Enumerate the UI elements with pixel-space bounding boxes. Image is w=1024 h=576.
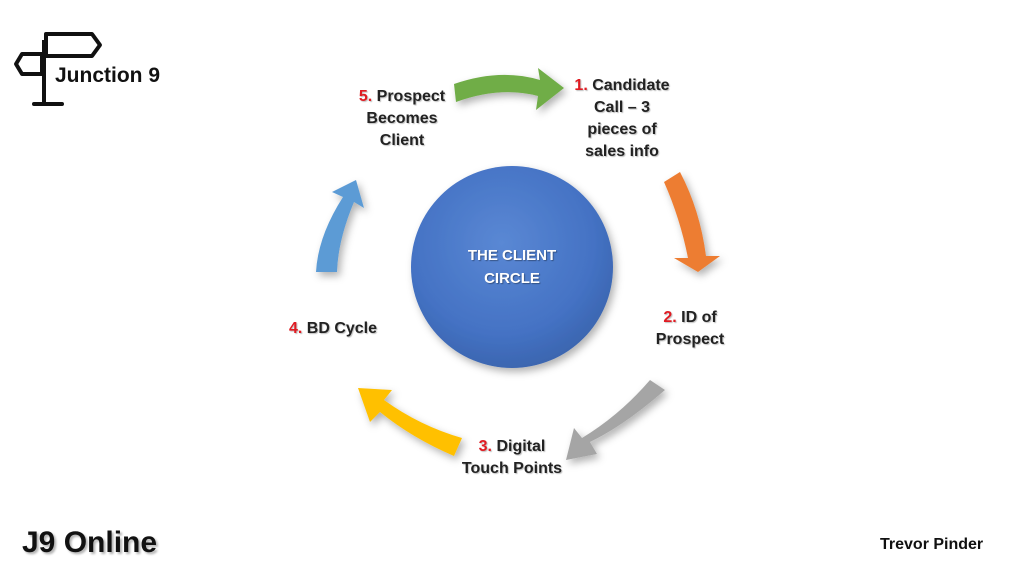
step-1-line1: Candidate <box>592 77 670 94</box>
center-title-line1: THE CLIENT <box>467 247 557 264</box>
step-5-line2: Becomes <box>366 110 438 127</box>
footer-author: Trevor Pinder <box>880 536 984 553</box>
logo-text: Junction 9 <box>55 64 161 87</box>
blue-arrow <box>316 180 364 272</box>
step-4-number: 4. <box>288 320 303 337</box>
step-5-line1: Prospect <box>376 88 446 105</box>
green-arrow <box>454 68 564 110</box>
signpost-icon <box>14 32 102 106</box>
step-1-number: 1. <box>574 77 588 94</box>
gray-arrow <box>566 380 665 460</box>
step-4-line1: BD Cycle <box>306 320 378 337</box>
footer-brand: J9 Online <box>22 526 158 559</box>
step-1-line2: Call – 3 <box>593 99 651 116</box>
step-5-number: 5. <box>358 88 373 105</box>
step-2-number: 2. <box>663 309 677 326</box>
step-1-line4: sales info <box>585 143 659 160</box>
yellow-arrow <box>358 388 462 456</box>
step-3-label: 3. Digital Touch Points <box>442 436 582 480</box>
step-2-line1: ID of <box>681 309 717 326</box>
step-4-label: 4. BD Cycle <box>266 318 400 340</box>
step-3-line1: Digital <box>496 438 546 455</box>
orange-arrow <box>664 172 720 272</box>
step-1-line3: pieces of <box>587 121 657 138</box>
center-title: THE CLIENT CIRCLE <box>431 244 593 290</box>
step-2-line2: Prospect <box>655 331 725 348</box>
step-3-line2: Touch Points <box>461 460 563 477</box>
center-circle <box>411 166 613 368</box>
step-5-label: 5. Prospect Becomes Client <box>332 86 472 152</box>
step-1-label: 1. Candidate Call – 3 pieces of sales in… <box>552 75 692 163</box>
center-title-line2: CIRCLE <box>484 270 540 287</box>
step-2-label: 2. ID of Prospect <box>630 307 750 351</box>
step-5-line3: Client <box>379 132 425 149</box>
step-3-number: 3. <box>478 438 492 455</box>
